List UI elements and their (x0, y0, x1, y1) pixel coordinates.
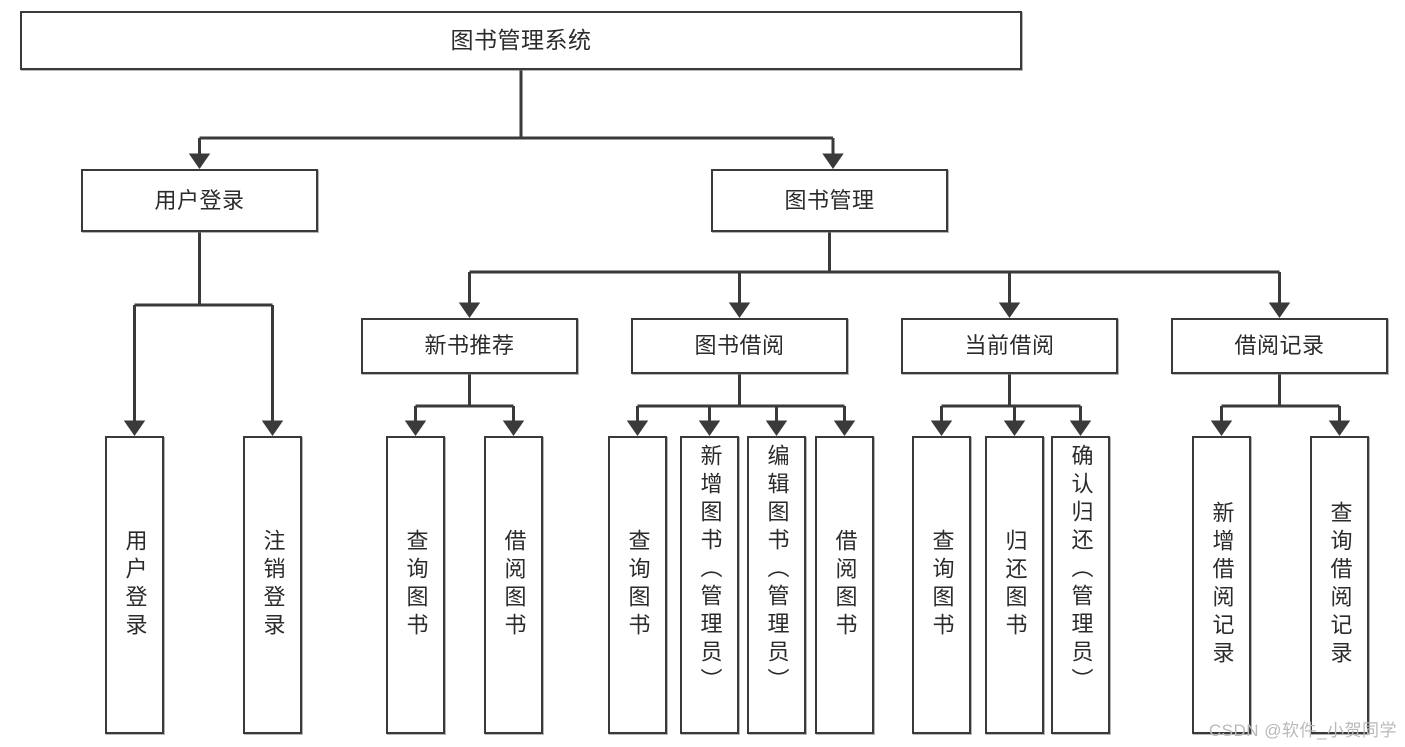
node-leaf-query-book-1-label: 查询图书 (403, 529, 429, 641)
node-book-manage[interactable]: 图书管理 (711, 169, 948, 232)
node-leaf-query-record-label: 查询借阅记录 (1327, 501, 1353, 669)
node-leaf-add-book[interactable]: 新增图书（管理员） (680, 436, 739, 734)
node-leaf-add-book-label: 新增图书（管理员） (697, 444, 723, 696)
node-leaf-confirm-return-label: 确认归还（管理员） (1068, 444, 1094, 696)
node-current-borrow-label: 当前借阅 (964, 333, 1055, 359)
node-borrow-record[interactable]: 借阅记录 (1171, 318, 1388, 374)
node-leaf-logout-label: 注销登录 (260, 529, 286, 641)
node-borrow-record-label: 借阅记录 (1234, 333, 1325, 359)
node-new-book-recommend[interactable]: 新书推荐 (361, 318, 578, 374)
node-leaf-borrow-book-2[interactable]: 借阅图书 (815, 436, 874, 734)
node-leaf-borrow-book-1[interactable]: 借阅图书 (484, 436, 543, 734)
node-leaf-edit-book[interactable]: 编辑图书（管理员） (747, 436, 806, 734)
node-leaf-return-book[interactable]: 归还图书 (985, 436, 1044, 734)
node-leaf-query-book-3[interactable]: 查询图书 (912, 436, 971, 734)
node-leaf-borrow-book-2-label: 借阅图书 (832, 529, 858, 641)
node-leaf-borrow-book-1-label: 借阅图书 (501, 529, 527, 641)
node-leaf-add-record-label: 新增借阅记录 (1209, 501, 1235, 669)
node-leaf-user-login-label: 用户登录 (122, 529, 148, 641)
node-current-borrow[interactable]: 当前借阅 (901, 318, 1118, 374)
node-book-manage-label: 图书管理 (784, 187, 875, 213)
node-leaf-query-book-1[interactable]: 查询图书 (386, 436, 445, 734)
node-user-login[interactable]: 用户登录 (81, 169, 318, 232)
node-book-borrow[interactable]: 图书借阅 (631, 318, 848, 374)
node-leaf-query-record[interactable]: 查询借阅记录 (1310, 436, 1369, 734)
node-leaf-query-book-2[interactable]: 查询图书 (608, 436, 667, 734)
node-root-label: 图书管理系统 (450, 26, 592, 53)
node-leaf-logout[interactable]: 注销登录 (243, 436, 302, 734)
node-root[interactable]: 图书管理系统 (20, 11, 1022, 70)
node-user-login-label: 用户登录 (154, 187, 245, 213)
node-book-borrow-label: 图书借阅 (694, 333, 785, 359)
node-leaf-edit-book-label: 编辑图书（管理员） (764, 444, 790, 696)
node-new-book-recommend-label: 新书推荐 (424, 333, 515, 359)
node-leaf-query-book-3-label: 查询图书 (929, 529, 955, 641)
node-leaf-user-login[interactable]: 用户登录 (105, 436, 164, 734)
node-leaf-confirm-return[interactable]: 确认归还（管理员） (1051, 436, 1110, 734)
node-leaf-return-book-label: 归还图书 (1002, 529, 1028, 641)
node-leaf-query-book-2-label: 查询图书 (625, 529, 651, 641)
csdn-watermark: CSDN @软件_小贺同学 (1208, 721, 1397, 740)
node-leaf-add-record[interactable]: 新增借阅记录 (1192, 436, 1251, 734)
